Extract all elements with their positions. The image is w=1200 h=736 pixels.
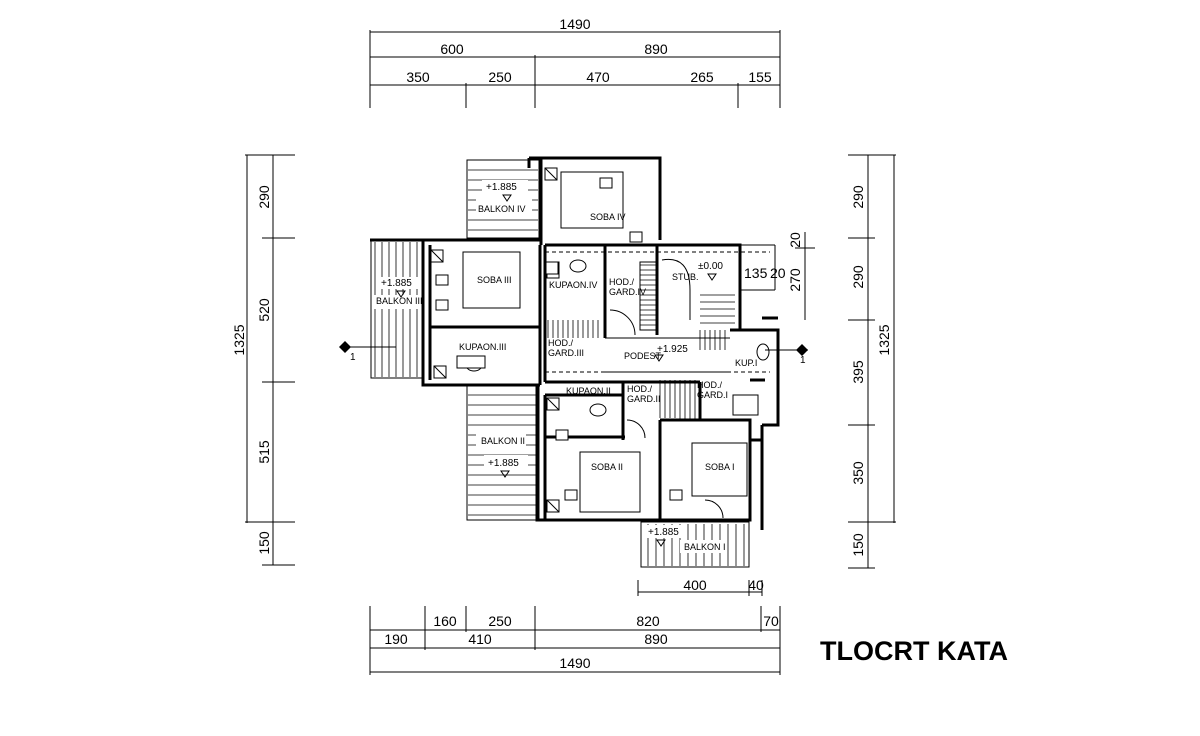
dim-left-515: 515: [256, 440, 272, 464]
section-mark-left: 1: [350, 352, 356, 363]
section-mark-right: 1: [800, 355, 806, 366]
balcony-iv: [466, 159, 540, 239]
level-balkon-ii: +1.885: [488, 458, 519, 469]
dim-bottom-total: 1490: [559, 655, 590, 671]
dim-stair-20b: 20: [770, 265, 786, 281]
room-labels: SOBA IV BALKON IV SOBA III BALKON III SO…: [376, 204, 757, 552]
level-podest: +1.925: [657, 344, 688, 355]
bottom-dimensions: 400 40 160 250 820 70 190 410 890 1490: [369, 577, 781, 675]
furniture: [430, 167, 770, 519]
room-hod-gard-iv-line2: GARD.IV: [609, 287, 646, 297]
level-balkon-i-icon: [656, 539, 666, 547]
dim-right-total: 1325: [876, 324, 892, 355]
dim-bottom-70: 70: [763, 613, 779, 629]
dim-stair-270: 270: [787, 268, 803, 292]
room-hod-gard-i-line1: HOD./: [697, 380, 723, 390]
section-arrow-left-icon: [339, 341, 351, 353]
dim-bottom-160: 160: [433, 613, 457, 629]
level-balkon-iv-icon: [502, 194, 512, 202]
room-soba-ii: SOBA II: [591, 462, 623, 472]
dim-top-890: 890: [644, 41, 668, 57]
room-soba-i: SOBA I: [705, 462, 735, 472]
level-balkon-iv: +1.885: [486, 182, 517, 193]
right-dimensions: 1325 290 290 395 350 150 20 270 135 20: [744, 154, 896, 569]
section-arrow-right-icon: [796, 344, 808, 356]
room-balkon-iv: BALKON IV: [478, 204, 526, 214]
room-hod-gard-i-line2: GARD.I: [697, 390, 728, 400]
level-marks: +1.885 +1.885 +1.885 +1.885 +1.925 ±0.00: [381, 182, 723, 547]
level-stair: ±0.00: [698, 261, 723, 272]
dim-left-total: 1325: [231, 324, 247, 355]
dim-right-150: 150: [850, 533, 866, 557]
dim-top-470: 470: [586, 69, 610, 85]
room-kupaon-iii: KUPAON.III: [459, 342, 506, 352]
dim-right-395: 395: [850, 360, 866, 384]
dim-top-350: 350: [406, 69, 430, 85]
room-balkon-iii: BALKON III: [376, 296, 423, 306]
dim-top-250: 250: [488, 69, 512, 85]
dim-right-350: 350: [850, 461, 866, 485]
dim-bottom-890: 890: [644, 631, 668, 647]
balcony-i: [640, 521, 750, 568]
dim-bottom-190: 190: [384, 631, 408, 647]
balcony-ii: [466, 384, 540, 521]
dim-left-520: 520: [256, 298, 272, 322]
stairs: [547, 258, 735, 420]
room-balkon-ii: BALKON II: [481, 436, 525, 446]
drawing-title: TLOCRT KATA: [820, 636, 1008, 666]
dim-top-total: 1490: [559, 16, 590, 32]
room-podest: PODEST: [624, 351, 662, 361]
room-hod-gard-iv-line1: HOD./: [609, 277, 635, 287]
dim-left-290: 290: [256, 185, 272, 209]
level-stair-icon: [707, 273, 717, 281]
room-stub: STUB.: [672, 272, 699, 282]
dim-left-150: 150: [256, 531, 272, 555]
top-dimensions: 1490 600 890 350 250 470 265 155: [369, 16, 781, 108]
level-balkon-ii-icon: [500, 470, 510, 478]
dim-top-600: 600: [440, 41, 464, 57]
room-balkon-i: BALKON I: [684, 542, 726, 552]
level-balkon-iii-icon: [396, 290, 406, 298]
room-hod-gard-ii-line1: HOD./: [627, 384, 653, 394]
dim-bottom-250: 250: [488, 613, 512, 629]
dim-right-290b: 290: [850, 265, 866, 289]
dim-balcony-400: 400: [683, 577, 707, 593]
dim-stair-135: 135: [744, 265, 768, 281]
room-kupaon-iv: KUPAON.IV: [549, 280, 597, 290]
dim-bottom-820: 820: [636, 613, 660, 629]
level-balkon-i: +1.885: [648, 527, 679, 538]
room-hod-gard-iii-line1: HOD./: [548, 338, 574, 348]
dim-balcony-40: 40: [748, 577, 764, 593]
room-hod-gard-ii-line2: GARD.II: [627, 394, 661, 404]
room-soba-iii: SOBA III: [477, 275, 512, 285]
room-soba-iv: SOBA IV: [590, 212, 626, 222]
room-kupaon-ii: KUPAON.II: [566, 386, 611, 396]
walls: [370, 156, 780, 530]
balcony-iii: [370, 239, 424, 379]
level-podest-icon: [654, 354, 664, 362]
dim-top-155: 155: [748, 69, 772, 85]
room-kup-i: KUP.I: [735, 358, 757, 368]
dim-bottom-410: 410: [468, 631, 492, 647]
dim-stair-20: 20: [787, 232, 803, 248]
dim-top-265: 265: [690, 69, 714, 85]
left-dimensions: 1325 290 520 515 150: [231, 154, 295, 566]
section-line: 1 1: [339, 341, 808, 366]
dim-right-290a: 290: [850, 185, 866, 209]
room-hod-gard-iii-line2: GARD.III: [548, 348, 584, 358]
level-balkon-iii: +1.885: [381, 278, 412, 289]
